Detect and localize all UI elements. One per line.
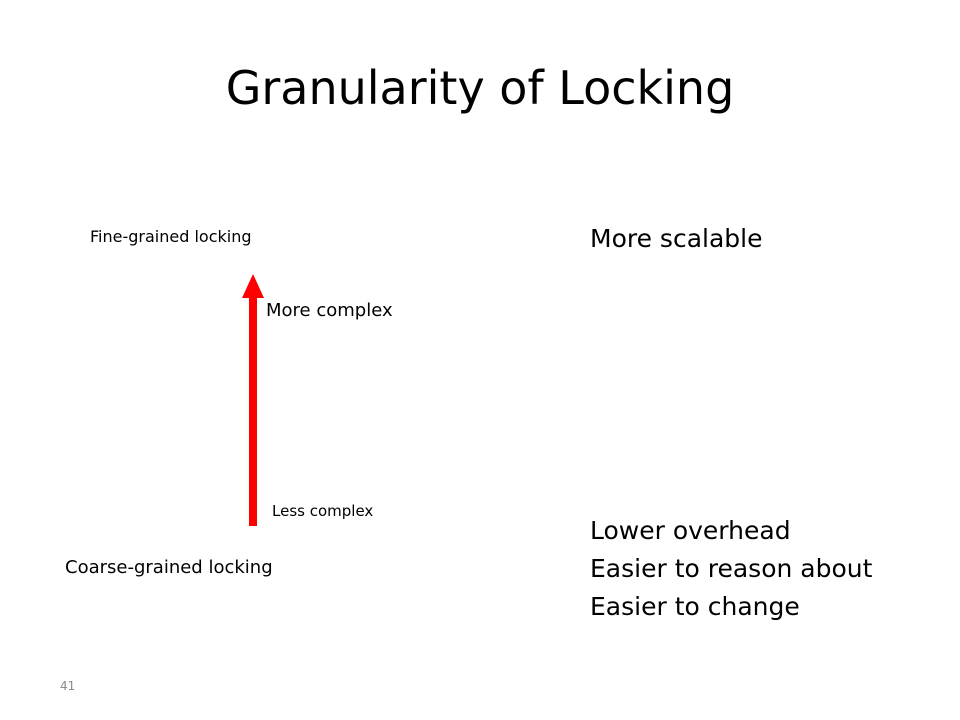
- coarse-grained-label: Coarse-grained locking: [65, 557, 273, 578]
- benefit-item: Lower overhead: [590, 516, 791, 545]
- benefit-item: Easier to change: [590, 592, 800, 621]
- slide-title: Granularity of Locking: [225, 61, 735, 115]
- complexity-arrow: [242, 274, 264, 526]
- fine-benefits-list: More scalable: [590, 220, 762, 258]
- arrow-shaft: [249, 294, 257, 526]
- more-complex-caption: More complex: [266, 300, 393, 321]
- coarse-benefits-list: Lower overhead Easier to reason about Ea…: [590, 512, 872, 626]
- benefit-item: Easier to reason about: [590, 554, 873, 583]
- benefit-item: More scalable: [590, 224, 763, 253]
- arrow-head: [242, 274, 264, 298]
- page-number: 41: [60, 679, 76, 693]
- fine-grained-label: Fine-grained locking: [90, 227, 252, 246]
- less-complex-caption: Less complex: [272, 502, 374, 520]
